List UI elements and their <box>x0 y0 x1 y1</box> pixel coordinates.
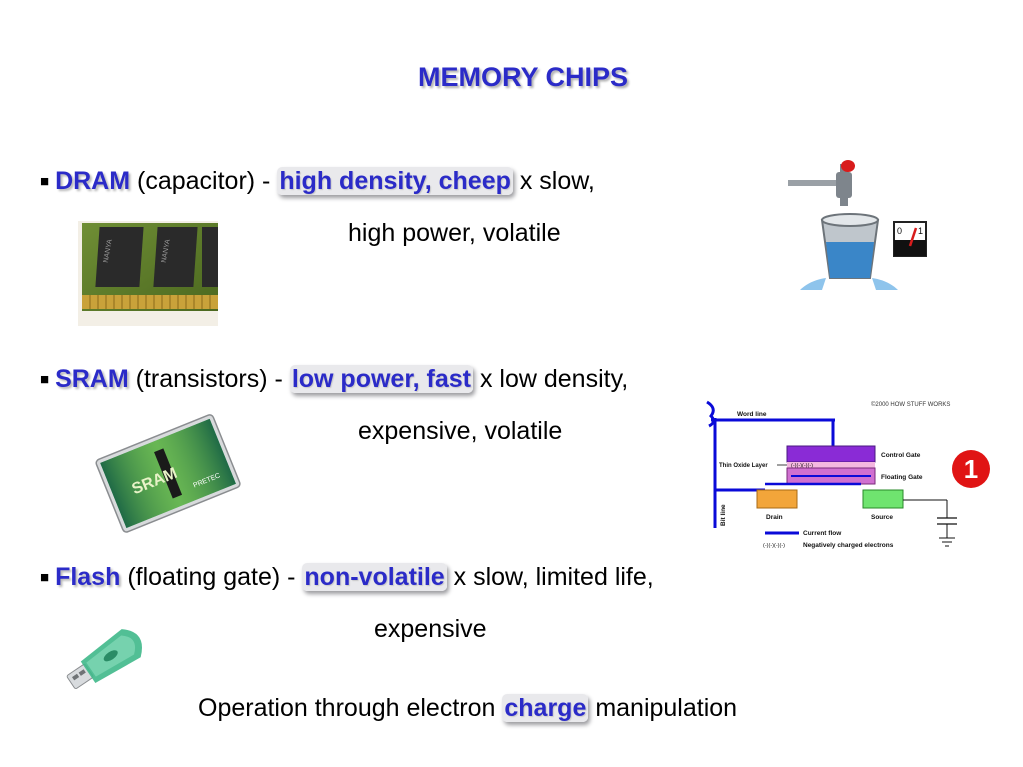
sram-card-image: SRAM PRETEC <box>86 405 246 535</box>
legend-electron-marks: (-)(-)(-)(-) <box>763 543 785 549</box>
usb-flash-drive-image <box>62 618 160 696</box>
electrons-label: Negatively charged electrons <box>803 542 894 549</box>
footer-highlight: charge <box>502 694 589 722</box>
dram-highlight: high density, cheep <box>277 167 513 195</box>
floating-gate-label: Floating Gate <box>881 474 923 481</box>
bullet-square-icon: ■ <box>40 173 50 190</box>
dram-term: DRAM <box>55 167 131 195</box>
slide-title: MEMORY CHIPS <box>417 62 629 92</box>
step-number: 1 <box>964 454 978 484</box>
floating-gate-diagram: ©2000 HOW STUFF WORKS Word line Bit line… <box>705 398 995 554</box>
footer-line: Operation through electron charge manipu… <box>198 693 737 723</box>
sram-bullet-line: ■ SRAM (transistors) - low power, fast x … <box>40 364 628 395</box>
sram-basis: (transistors) - <box>135 365 283 393</box>
bit-line-label: Bit line <box>720 504 727 526</box>
gauge-zero-label: 0 <box>897 226 902 236</box>
flash-basis: (floating gate) - <box>127 563 296 591</box>
chip-label: NANYA <box>161 239 172 264</box>
thin-oxide-label: Thin Oxide Layer <box>719 463 768 469</box>
dram-tail: x slow, <box>519 167 595 195</box>
flash-tail: x slow, limited life, <box>453 563 654 591</box>
word-line-label: Word line <box>737 411 767 418</box>
flash-bullet-line: ■ Flash (floating gate) - non-volatile x … <box>40 562 654 593</box>
leaky-bucket-image: 0 1 <box>782 158 932 290</box>
electron-marks: (-)(-)(-)(-) <box>791 463 813 469</box>
chip-label: NANYA <box>103 239 114 264</box>
sram-tail: x low density, <box>479 365 629 393</box>
flash-term: Flash <box>55 563 121 591</box>
bullet-square-icon: ■ <box>40 371 50 388</box>
dram-continuation: high power, volatile <box>348 219 561 247</box>
gauge-needle-icon <box>908 227 918 247</box>
dram-module-image: NANYA NANYA <box>78 221 218 326</box>
flash-continuation: expensive <box>374 615 487 643</box>
footer-after: manipulation <box>595 694 738 722</box>
sram-term: SRAM <box>55 365 129 393</box>
bullet-square-icon: ■ <box>40 569 50 586</box>
source-label: Source <box>871 514 893 521</box>
flash-highlight: non-volatile <box>302 563 447 591</box>
gauge-one-label: 1 <box>918 226 923 236</box>
sram-highlight: low power, fast <box>289 365 474 393</box>
sram-continuation: expensive, volatile <box>358 417 563 445</box>
dram-bullet-line: ■DRAM (capacitor) - high density, cheep … <box>40 166 595 197</box>
control-gate-label: Control Gate <box>881 452 921 459</box>
dram-basis: (capacitor) - <box>137 167 271 195</box>
tap-handle-icon <box>841 160 855 172</box>
footer-before: Operation through electron <box>198 694 496 722</box>
current-flow-label: Current flow <box>803 530 842 537</box>
drain-label: Drain <box>766 514 783 521</box>
diagram-copyright: ©2000 HOW STUFF WORKS <box>871 401 950 408</box>
step-number-badge <box>952 450 990 488</box>
